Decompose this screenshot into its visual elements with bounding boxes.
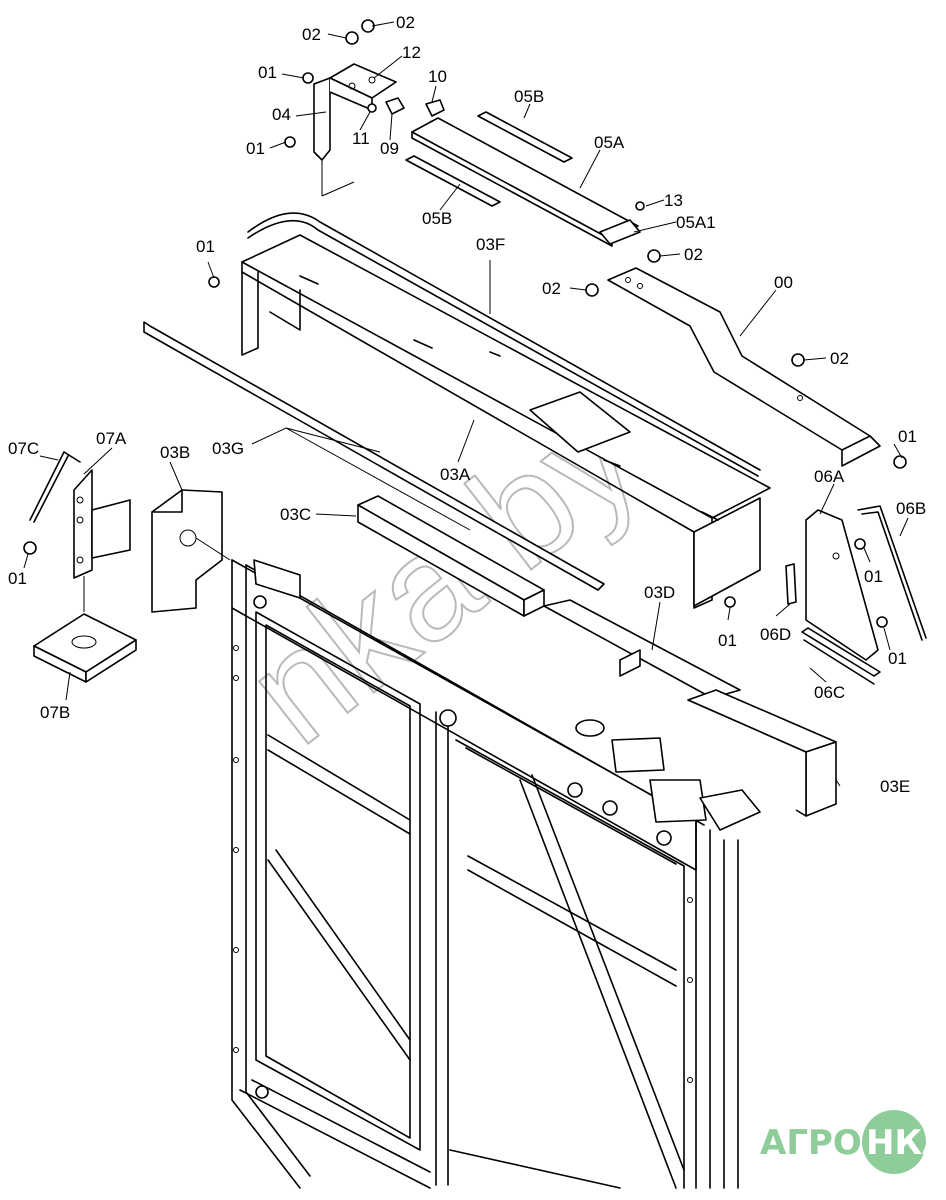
leader-lines [23,21,909,787]
label-09: 09 [380,139,399,158]
label-05B: 05B [422,209,452,228]
label-03D: 03D [644,583,675,602]
seal-06B [857,505,927,641]
label-13: 13 [664,191,683,210]
label-00: 00 [774,273,793,292]
label-01: 01 [8,569,27,588]
bracket-00 [607,267,881,467]
plate-07B [33,576,137,683]
block-03E [687,689,837,817]
strip-05B-bottom [405,155,501,207]
logo-circle [862,1110,926,1174]
label-01: 01 [888,649,907,668]
strip-06D [785,563,797,605]
label-02: 02 [542,279,561,298]
top-cover-03A [241,234,771,609]
label-03C: 03C [280,505,311,524]
label-07C: 07C [8,439,39,458]
logo-text-right: НКА [866,1123,946,1163]
label-05B: 05B [514,87,544,106]
strip-03G [143,321,605,591]
nut-11 [367,103,377,113]
label-01: 01 [718,631,737,650]
label-02: 02 [830,349,849,368]
logo-text-left: АГРО [760,1123,862,1163]
side-plate-06A [805,509,879,661]
label-07B: 07B [40,703,70,722]
agronka-logo: АГРО НКА [760,1110,946,1174]
label-07A: 07A [96,429,127,448]
block-03C [357,495,545,617]
label-01: 01 [196,237,215,256]
strip-06C [801,627,881,685]
seal-strip-03F [247,212,761,477]
label-02: 02 [396,13,415,32]
clip-09 [385,97,405,115]
label-03E: 03E [880,777,910,796]
label-05A: 05A [594,133,625,152]
label-10: 10 [428,67,447,86]
label-05A1: 05A1 [676,213,716,232]
label-02: 02 [684,245,703,264]
label-02: 02 [302,25,321,44]
bracket-07A [73,469,131,579]
label-12: 12 [402,43,421,62]
strip-05B-top [477,111,573,163]
bracket-04-12 [313,63,397,197]
part-labels: 02 02 12 01 10 05B 04 11 09 01 05A 13 05… [8,13,926,796]
label-06B: 06B [896,499,926,518]
hex-key-07C [29,451,81,523]
foam-03B [151,489,231,613]
label-06C: 06C [814,683,845,702]
label-03G: 03G [212,439,244,458]
label-06D: 06D [760,625,791,644]
label-01: 01 [898,427,917,446]
label-06A: 06A [814,467,845,486]
label-03B: 03B [160,443,190,462]
label-03F: 03F [476,235,505,254]
label-01: 01 [864,567,883,586]
label-11: 11 [352,129,370,148]
label-04: 04 [272,105,291,124]
label-01: 01 [246,139,265,158]
cover-05A [411,117,641,247]
label-01: 01 [258,63,277,82]
radiator-frame [231,559,761,1189]
block-03D [543,599,741,699]
label-03A: 03A [440,465,471,484]
